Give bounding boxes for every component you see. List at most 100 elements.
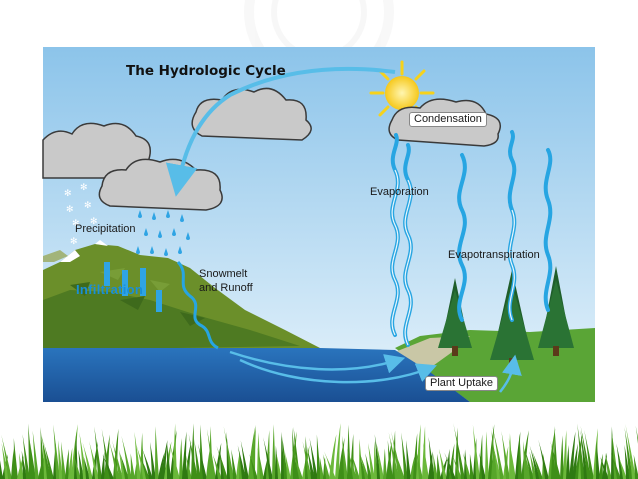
grass-blade xyxy=(141,446,153,479)
grass-blade xyxy=(101,451,105,479)
grass-blade xyxy=(188,433,198,479)
grass-blade xyxy=(78,449,84,479)
grass-blade xyxy=(508,437,516,479)
grass-blade xyxy=(139,454,150,479)
grass-blade xyxy=(53,424,60,479)
label-plant-uptake: Plant Uptake xyxy=(425,376,498,391)
grass-blade xyxy=(94,426,102,479)
svg-text:✻: ✻ xyxy=(66,205,74,215)
svg-text:✻: ✻ xyxy=(80,183,88,193)
grass-blade xyxy=(548,428,556,479)
grass-blade xyxy=(263,437,273,479)
diagram-title: The Hydrologic Cycle xyxy=(126,63,286,79)
plant-uptake-arrow xyxy=(499,354,522,393)
grass-border xyxy=(0,423,638,479)
grass-blade xyxy=(428,436,435,479)
grass-blade xyxy=(538,439,549,479)
grass-blade xyxy=(560,435,564,479)
grass-blade xyxy=(134,431,141,479)
grass-blade xyxy=(74,456,81,479)
infiltration-arrows xyxy=(104,262,162,312)
rain-drops xyxy=(136,210,190,256)
grass-blade xyxy=(463,452,471,479)
label-evapotranspiration: Evapotranspiration xyxy=(448,249,540,261)
grass-blade xyxy=(150,442,156,479)
grass-blade xyxy=(197,443,207,479)
grass-blade xyxy=(302,441,312,479)
grass-blade xyxy=(492,424,504,479)
grass-blade xyxy=(102,454,114,479)
grass-blade xyxy=(453,423,465,479)
grass-blade xyxy=(161,440,168,479)
grass-blade xyxy=(580,425,591,479)
grass-blade xyxy=(501,431,510,479)
evergreen-trees xyxy=(438,266,574,368)
transport-arrow xyxy=(165,66,396,197)
grass-blade xyxy=(101,428,111,479)
grass-blade xyxy=(625,423,636,479)
grass-blade xyxy=(335,423,341,479)
grass-blade xyxy=(485,431,489,479)
grass-blade xyxy=(479,452,486,479)
grass-blade xyxy=(194,439,201,479)
grass-blade xyxy=(223,426,234,479)
grass-blade xyxy=(319,456,324,479)
grass-blade xyxy=(324,451,336,479)
grass-blade xyxy=(212,454,222,479)
grass-blade xyxy=(58,440,63,479)
grass-blade xyxy=(185,455,192,479)
grass-blade xyxy=(41,434,51,479)
grass-blade xyxy=(309,437,318,479)
grass-blade xyxy=(387,440,393,479)
svg-text:✻: ✻ xyxy=(70,237,78,247)
grass-blade xyxy=(236,452,240,479)
grass-blade xyxy=(248,426,256,479)
grass-blade xyxy=(276,452,282,479)
ocean-water xyxy=(43,348,470,402)
grass-blade xyxy=(341,435,348,479)
grass-blade xyxy=(257,447,264,479)
grass-blade xyxy=(383,448,387,479)
grass-blade xyxy=(406,440,411,479)
grass-blade xyxy=(112,440,123,479)
grass-blade xyxy=(166,442,171,479)
label-evaporation: Evaporation xyxy=(370,186,429,198)
grass-blade xyxy=(249,454,258,479)
grass-blade xyxy=(119,452,129,479)
grass-blade xyxy=(206,428,216,479)
label-infiltration: Infiltration xyxy=(76,282,144,297)
grass-blade xyxy=(306,446,315,479)
grass-blade xyxy=(521,430,529,479)
grass-blade xyxy=(65,448,69,479)
runoff-stream xyxy=(176,260,219,350)
grass-blade xyxy=(43,441,54,479)
evaporation-waves-light xyxy=(391,169,515,346)
grass-blade xyxy=(610,452,621,479)
svg-text:✻: ✻ xyxy=(90,217,98,227)
grass-blade xyxy=(563,430,567,479)
grass-blade xyxy=(0,460,3,479)
grass-blade xyxy=(551,439,555,479)
grass-blade xyxy=(367,442,375,479)
grass-blade xyxy=(388,432,399,479)
grass-blade xyxy=(393,447,405,479)
grass-blade xyxy=(415,449,423,479)
mountain-range xyxy=(43,240,320,350)
grass-blade xyxy=(82,442,93,479)
grass-blade xyxy=(216,445,228,479)
grass-blade xyxy=(291,448,303,479)
grass-blade xyxy=(185,441,192,479)
label-condensation: Condensation xyxy=(409,112,487,127)
grass-blade xyxy=(566,444,570,479)
grass-blade xyxy=(179,438,183,479)
grass-blade xyxy=(347,424,351,479)
grass-blade xyxy=(285,452,291,479)
grass-blade xyxy=(600,456,609,479)
grass-blade xyxy=(423,442,429,479)
grass-blade xyxy=(237,445,246,479)
grass-blade xyxy=(452,456,462,479)
grass-blade xyxy=(182,431,187,479)
grass-blade xyxy=(155,426,159,479)
grass-blade xyxy=(61,441,66,479)
